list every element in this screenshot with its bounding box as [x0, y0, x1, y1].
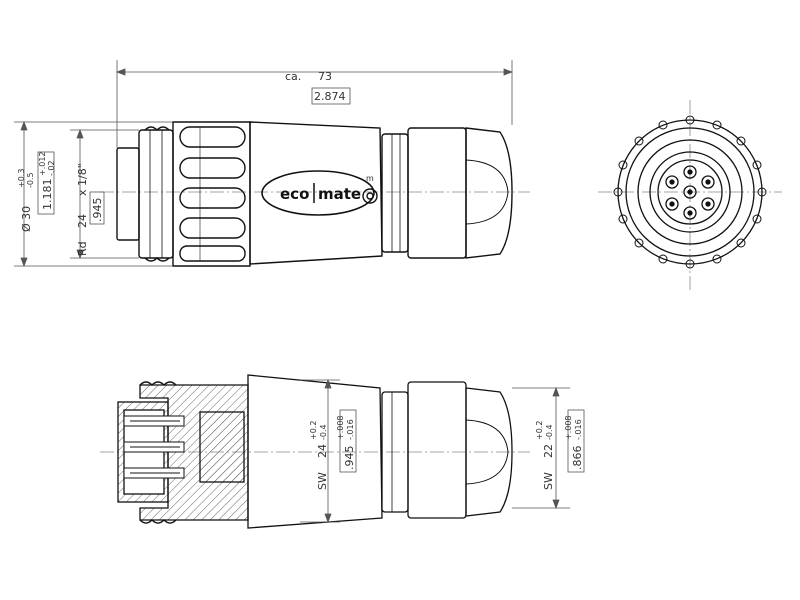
- sw24-inch-group: .945 +.008 -.016: [336, 415, 356, 470]
- cable-gland: [407, 127, 467, 259]
- sw24-inch: .945: [343, 446, 356, 471]
- diameter-tol-upper: +0.3: [17, 169, 26, 188]
- sw24-inch-tol-lower: -.016: [346, 419, 355, 440]
- diameter-inch-group: 1.181 +.012 -.02: [38, 151, 56, 210]
- pin-contacts: [665, 165, 715, 220]
- section-gland: [407, 381, 467, 519]
- brand-mark: m: [366, 174, 374, 183]
- diameter-dimension: [14, 120, 173, 268]
- thread-ring: [138, 126, 174, 262]
- diameter-label-group: Ø 30 +0.3 -0.5: [17, 169, 35, 232]
- sw22-dimension: [512, 386, 585, 510]
- diameter-inch-tol-lower: -.02: [47, 160, 56, 176]
- thread-dimension: [70, 128, 139, 260]
- coupling-nut: [172, 121, 251, 267]
- thread-value: 24: [76, 214, 89, 228]
- sw24-tol-lower: -0.4: [319, 424, 328, 440]
- side-view-top: [100, 121, 530, 267]
- brand-left-text: eco: [280, 185, 309, 203]
- overall-length-value: 73: [318, 70, 332, 83]
- sw24-dimension: [300, 378, 357, 524]
- section-gland-nut: [465, 387, 513, 517]
- gland-nut: [465, 127, 513, 259]
- sw24-inch-tol-upper: +.008: [336, 415, 345, 440]
- thread-label-group: Rd 24 x 1/8": [76, 163, 89, 256]
- sw22-inch-tol-upper: +.008: [564, 415, 573, 440]
- sw22-tol-upper: +0.2: [535, 421, 544, 440]
- section-view-bottom: [100, 374, 530, 529]
- sw22-inch: .866: [571, 446, 584, 471]
- front-view: [598, 100, 782, 290]
- front-housing: [116, 147, 140, 241]
- thread-prefix: Rd: [76, 241, 89, 256]
- brand-oval: [261, 170, 375, 216]
- main-body: [249, 121, 383, 265]
- diameter-tol-lower: -0.5: [26, 172, 35, 188]
- sw22-prefix: SW: [542, 472, 555, 490]
- diameter-inch-tol-upper: +.012: [38, 151, 47, 176]
- overall-length-prefix: ca.: [285, 70, 301, 83]
- thread-pitch: x 1/8": [76, 163, 89, 196]
- collar: [381, 133, 409, 253]
- brand-right-text: mate: [318, 185, 361, 203]
- thread-inch: .945: [91, 198, 104, 223]
- sw24-prefix: SW: [316, 472, 329, 490]
- sw22-inch-group: .866 +.008 -.016: [564, 415, 584, 470]
- sw22-tol-lower: -0.4: [545, 424, 554, 440]
- brand-emblem: [362, 188, 378, 204]
- diameter-value: Ø 30: [20, 206, 33, 232]
- sw24-tol-upper: +0.2: [309, 421, 318, 440]
- grip-bumps: [613, 115, 767, 269]
- section-pins: [123, 415, 185, 479]
- sw22-inch-tol-lower: -.016: [574, 419, 583, 440]
- sw22-value: 22: [542, 444, 555, 458]
- overall-length-dimension: [115, 60, 514, 148]
- thread-inch-group: .945: [91, 198, 104, 223]
- sw24-label-group: SW 24 +0.2 -0.4: [309, 421, 329, 490]
- sw24-value: 24: [316, 444, 329, 458]
- sw22-label-group: SW 22 +0.2 -0.4: [535, 421, 555, 490]
- diameter-inch: 1.181: [41, 179, 54, 211]
- overall-length-inch: 2.874: [314, 90, 346, 103]
- section-body: [247, 374, 383, 529]
